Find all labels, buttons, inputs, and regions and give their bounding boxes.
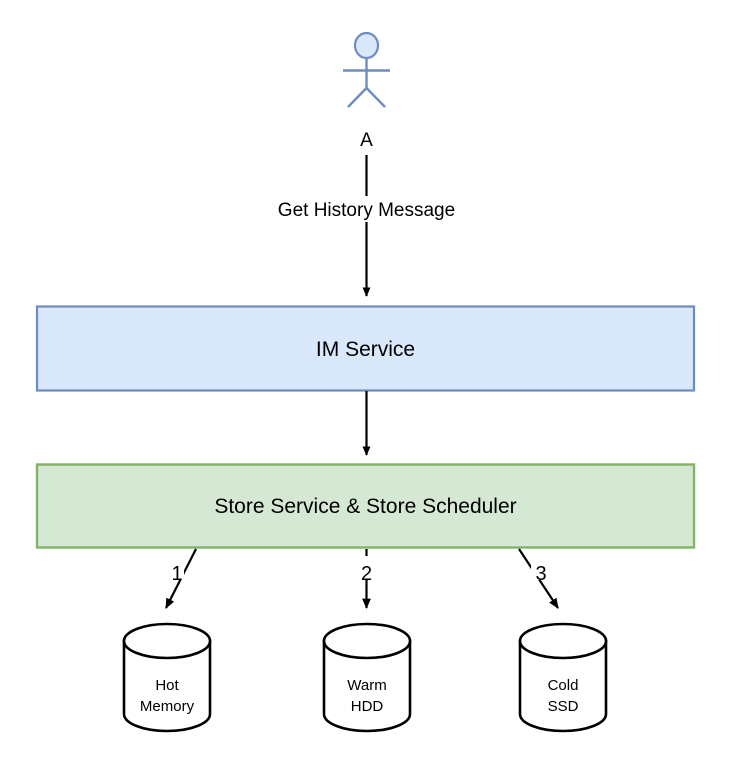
edge-label-backdrop <box>252 196 481 222</box>
edge-2-label-backdrop <box>357 556 376 580</box>
cold-ssd-cylinder-top <box>518 622 608 660</box>
actor-label: A <box>360 130 373 151</box>
store-service-label: Store Service & Store Scheduler <box>214 495 516 518</box>
actor-head-icon <box>353 31 380 60</box>
storage-cylinder-hot-memory[interactable]: Hot Memory <box>122 622 212 733</box>
im-service-label: IM Service <box>316 338 415 361</box>
cold-ssd-label-line2: SSD <box>548 698 579 715</box>
actor-leg-left-line <box>347 87 368 108</box>
hot-memory-label-line1: Hot <box>155 677 179 694</box>
warm-hdd-cylinder-top <box>322 622 412 660</box>
edge-1-label-backdrop <box>166 556 184 580</box>
cold-ssd-cylinder-body[interactable] <box>518 639 608 733</box>
hot-memory-cylinder-body[interactable] <box>122 639 212 733</box>
warm-hdd-label-line2: HDD <box>351 698 384 715</box>
hot-memory-cylinder-top <box>122 622 212 660</box>
node-im-service[interactable]: IM Service <box>35 305 696 392</box>
actor-stick-figure <box>343 31 390 108</box>
warm-hdd-cylinder-body[interactable] <box>322 639 412 733</box>
actor-leg-right-line <box>365 87 386 108</box>
edge-label-1: 1 <box>171 563 182 585</box>
hot-memory-label-line2: Memory <box>140 698 195 715</box>
cold-ssd-label-line1: Cold <box>548 677 579 694</box>
storage-cylinder-cold-ssd[interactable]: Cold SSD <box>518 622 608 733</box>
im-service-box[interactable] <box>35 305 696 392</box>
warm-hdd-label-line1: Warm <box>347 677 386 694</box>
edge-label-3: 3 <box>535 563 546 585</box>
storage-cylinder-warm-hdd[interactable]: Warm HDD <box>322 622 412 733</box>
store-service-box[interactable] <box>35 463 696 549</box>
node-store-service[interactable]: Store Service & Store Scheduler <box>35 463 696 549</box>
edge-label-2: 2 <box>361 563 372 585</box>
edge-label-get-history-message: Get History Message <box>278 200 455 221</box>
edge-3-label-backdrop <box>531 556 550 580</box>
